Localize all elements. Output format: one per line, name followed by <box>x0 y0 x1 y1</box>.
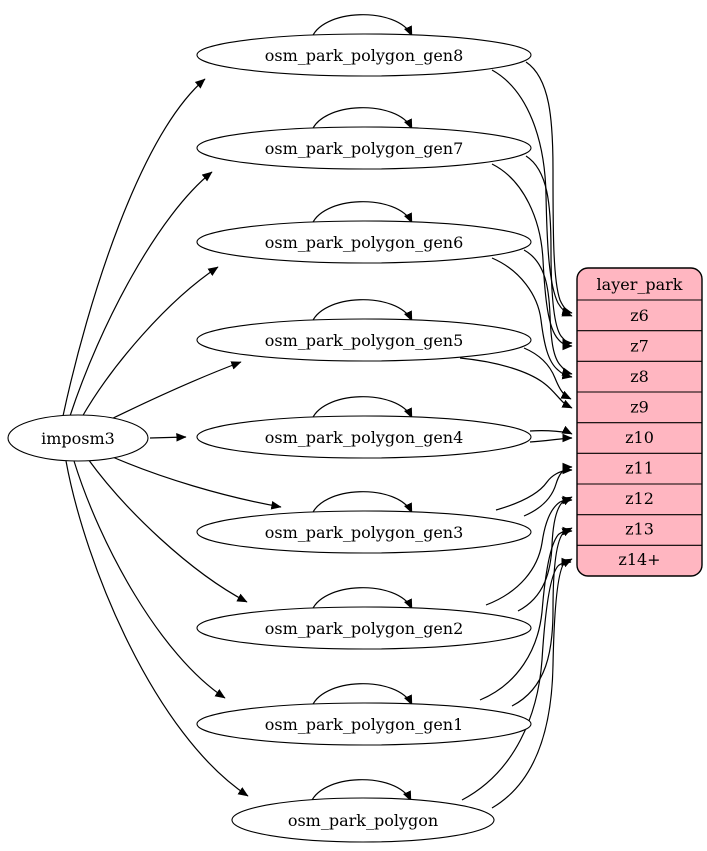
edge-gen1-z13-b <box>479 526 573 701</box>
layer-table-title: layer_park <box>597 275 683 294</box>
node-osm-park-polygon-gen7: osm_park_polygon_gen7 <box>196 126 532 170</box>
layer-table: layer_park z6 z7 z8 z9 z10 z11 z12 z13 z… <box>576 267 703 577</box>
edge-imposm3-gen3 <box>107 454 282 510</box>
gen3-ellipse <box>196 510 532 554</box>
zoom-row-z13: z13 <box>625 520 654 539</box>
gen8-label: osm_park_polygon_gen8 <box>265 46 464 65</box>
edge-gen5-z9-b <box>459 357 573 409</box>
gen4-ellipse <box>196 415 532 459</box>
gen2-label: osm_park_polygon_gen2 <box>265 619 464 638</box>
gen8-ellipse <box>196 33 532 77</box>
gen5-ellipse <box>196 318 532 362</box>
self-loop-gen6 <box>310 201 413 228</box>
polygon-label: osm_park_polygon <box>288 811 438 830</box>
gen3-label: osm_park_polygon_gen3 <box>265 523 464 542</box>
self-loop-gen4 <box>310 396 413 423</box>
zoom-row-z12: z12 <box>625 489 654 508</box>
self-loop-polygon <box>309 779 412 806</box>
self-loop-gen3 <box>310 491 413 518</box>
edge-gen1-z13-a <box>511 527 573 707</box>
gen7-ellipse <box>196 126 532 170</box>
self-loop-gen8 <box>310 14 413 41</box>
zoom-row-z14plus: z14+ <box>618 550 660 569</box>
gen6-label: osm_park_polygon_gen6 <box>265 233 464 252</box>
edges-self-loops <box>309 14 413 806</box>
edge-gen3-z11-b <box>495 465 573 511</box>
node-osm-park-polygon-gen4: osm_park_polygon_gen4 <box>196 415 532 459</box>
edge-imposm3-gen4 <box>149 432 187 442</box>
edge-gen4-z10-a <box>529 425 573 435</box>
zoom-row-z8: z8 <box>630 367 649 386</box>
edge-gen5-z9-a <box>523 347 572 400</box>
edge-imposm3-gen2 <box>87 458 248 603</box>
edge-gen7-z7-a <box>525 155 573 348</box>
edge-imposm3-gen8 <box>62 78 206 417</box>
edge-gen6-z8-b <box>491 257 573 380</box>
zoom-row-z6: z6 <box>630 306 649 325</box>
edges-table-to-zoom <box>459 61 573 809</box>
edge-gen8-z6-a <box>525 61 573 315</box>
gen1-label: osm_park_polygon_gen1 <box>265 715 464 734</box>
node-osm-park-polygon-gen6: osm_park_polygon_gen6 <box>196 220 532 264</box>
gen4-label: osm_park_polygon_gen4 <box>265 428 464 447</box>
zoom-row-z10: z10 <box>625 428 654 447</box>
node-osm-park-polygon-gen1: osm_park_polygon_gen1 <box>196 702 532 746</box>
zoom-row-z7: z7 <box>630 337 649 356</box>
edge-gen8-z6-b <box>491 69 573 317</box>
self-loop-gen2 <box>310 587 413 614</box>
gen6-ellipse <box>196 220 532 264</box>
node-osm-park-polygon-gen3: osm_park_polygon_gen3 <box>196 510 532 554</box>
gen1-ellipse <box>196 702 532 746</box>
layer-table-body <box>576 267 703 577</box>
imposm3-label: imposm3 <box>41 429 115 448</box>
edge-imposm3-gen1 <box>73 460 226 699</box>
gen7-label: osm_park_polygon_gen7 <box>265 139 464 158</box>
edge-imposm3-polygon <box>65 460 249 797</box>
imposm3-ellipse <box>7 414 149 462</box>
edges-imports <box>62 78 282 797</box>
edge-imposm3-gen5 <box>102 361 242 424</box>
edge-imposm3-gen7 <box>69 171 213 417</box>
gen2-ellipse <box>196 606 532 650</box>
self-loop-gen5 <box>310 299 413 326</box>
self-loop-gen1 <box>310 683 413 710</box>
polygon-ellipse <box>231 797 495 843</box>
edge-polygon-z14-b <box>461 557 572 801</box>
node-osm-park-polygon: osm_park_polygon <box>231 797 495 843</box>
self-loop-gen7 <box>310 107 413 134</box>
gen5-label: osm_park_polygon_gen5 <box>265 331 464 350</box>
edge-gen2-z12-b <box>485 495 573 606</box>
node-osm-park-polygon-gen5: osm_park_polygon_gen5 <box>196 318 532 362</box>
zoom-row-z11: z11 <box>625 459 654 478</box>
edge-gen4-z10-b <box>529 433 573 443</box>
zoom-row-z9: z9 <box>630 398 649 417</box>
edge-gen3-z11-a <box>523 462 573 517</box>
node-imposm3: imposm3 <box>7 414 149 462</box>
node-osm-park-polygon-gen8: osm_park_polygon_gen8 <box>196 33 532 77</box>
edge-gen2-z12-a <box>517 496 573 612</box>
node-osm-park-polygon-gen2: osm_park_polygon_gen2 <box>196 606 532 650</box>
edge-gen7-z7-b <box>491 163 573 351</box>
edge-imposm3-gen6 <box>81 266 219 418</box>
